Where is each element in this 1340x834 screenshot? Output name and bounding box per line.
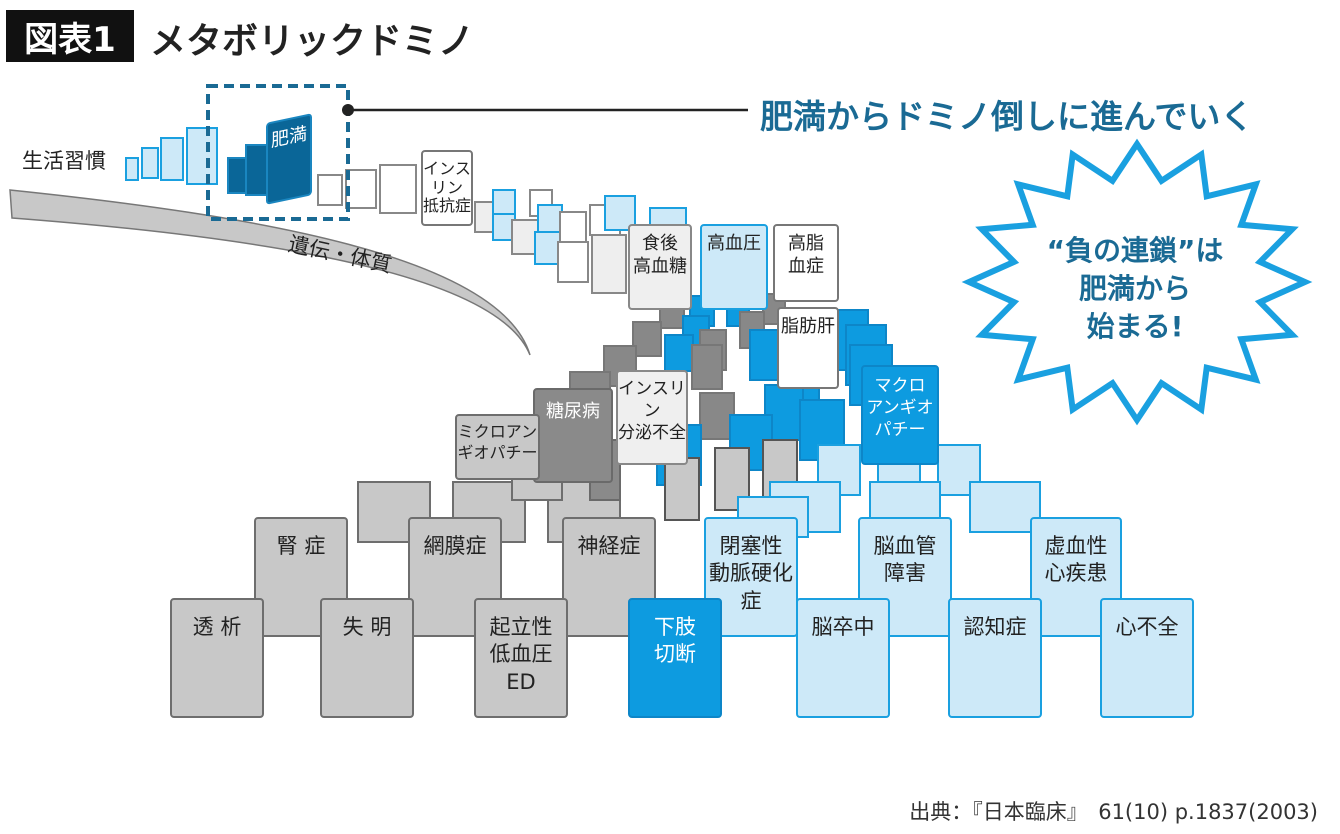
- tile-blindness: 失 明: [320, 598, 414, 718]
- white-small-tiles: [317, 164, 417, 214]
- tile-insulin-deficiency: インスリン 分泌不全: [616, 370, 688, 465]
- tile-stroke: 脳卒中: [796, 598, 890, 718]
- starburst-text: “負の連鎖”は 肥満から 始まる!: [1046, 234, 1224, 343]
- tile-fatty-liver: 脂肪肝: [777, 307, 839, 389]
- tile-ischemic-heart-disease: 虚血性 心疾患: [1030, 517, 1122, 637]
- figure-badge: 図表1: [6, 10, 134, 62]
- tile-hyperlipidemia: 高脂 血症: [773, 224, 839, 302]
- middle-decorative-tiles: [474, 189, 687, 294]
- tile-insulin-resistance: インス リン 抵抗症: [421, 150, 473, 226]
- obesity-highlight-box: [206, 84, 350, 221]
- headline: 肥満からドミノ倒しに進んでいく: [760, 97, 1254, 136]
- tile-dementia: 認知症: [948, 598, 1042, 718]
- tile-macroangiopathy: マクロ アンギオ パチー: [861, 365, 939, 465]
- tile-obesity: 肥満: [266, 113, 312, 205]
- tile-lower-limb-amputation: 下肢 切断: [628, 598, 722, 718]
- lifestyle-small-tiles: [125, 127, 218, 185]
- starburst-shape: [961, 138, 1313, 426]
- tile-hypertension: 高血圧: [700, 224, 768, 310]
- tile-heart-failure: 心不全: [1100, 598, 1194, 718]
- tile-postprandial-hyperglycemia: 食後 高血糖: [628, 224, 692, 310]
- tile-orthostatic-hypotension-ed: 起立性 低血圧 ED: [474, 598, 568, 718]
- callout-dot: [342, 104, 354, 116]
- lifestyle-label: 生活習慣: [22, 149, 106, 173]
- obesity-small-tiles: [227, 144, 269, 196]
- figure-title: メタボリックドミノ: [150, 21, 475, 62]
- tile-dialysis: 透 析: [170, 598, 264, 718]
- source-citation: 出典：『日本臨床』 61(10) p.1837(2003): [909, 800, 1318, 824]
- tile-diabetes: 糖尿病: [533, 388, 613, 483]
- tile-microangiopathy: ミクロアン ギオパチー: [455, 414, 540, 480]
